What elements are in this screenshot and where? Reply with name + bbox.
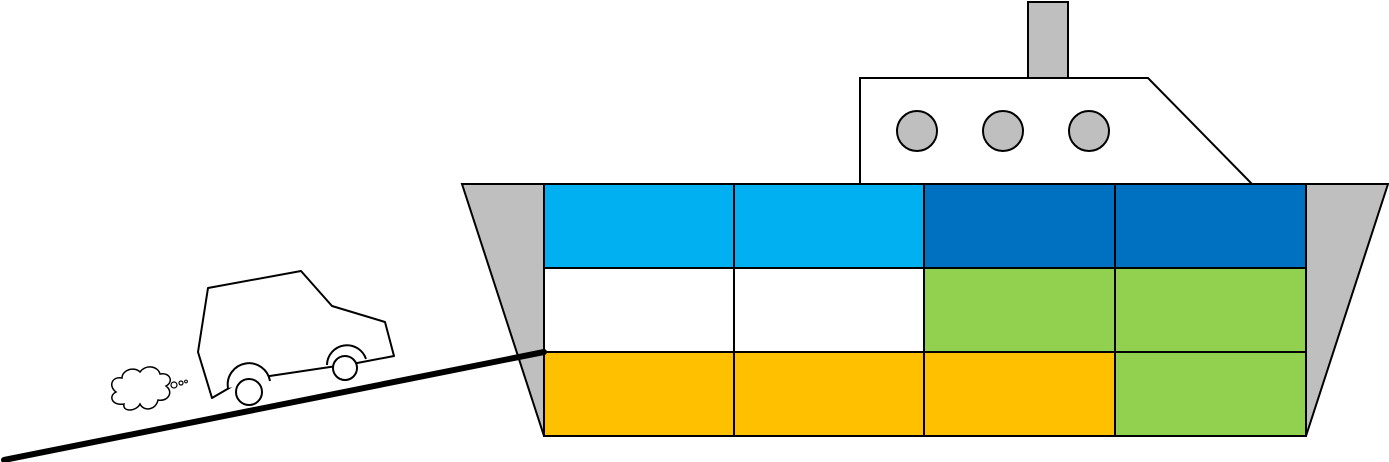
deck-slot-orange <box>733 351 925 437</box>
ferry-funnel <box>1027 1 1069 79</box>
exhaust-puff <box>178 380 184 386</box>
front-wheel-icon <box>332 355 358 381</box>
car-icon <box>197 270 395 406</box>
deck-slot-orange <box>923 351 1116 437</box>
porthole-icon <box>982 110 1024 152</box>
vehicle-deck-grid <box>543 183 1307 437</box>
deck-slot-green <box>1114 351 1307 437</box>
deck-slot-dark-blue <box>1114 183 1307 269</box>
rear-wheel-icon <box>235 378 263 406</box>
porthole-group <box>896 110 1110 152</box>
deck-slot-light-blue <box>543 183 735 269</box>
hull-right-end <box>1305 183 1389 437</box>
deck-slot-light-blue <box>733 183 925 269</box>
exhaust-cloud <box>111 366 171 411</box>
hull-left-end <box>460 183 545 437</box>
rear-wheel-arch <box>226 362 271 389</box>
deck-slot-green <box>1114 267 1307 353</box>
exhaust-cloud-icon <box>111 366 188 411</box>
deck-slot-white <box>733 267 925 353</box>
deck-slot-green <box>923 267 1116 353</box>
exhaust-puff <box>170 381 178 389</box>
deck-slot-dark-blue <box>923 183 1116 269</box>
porthole-icon <box>1068 110 1110 152</box>
porthole-icon <box>896 110 938 152</box>
loading-ramp <box>1 349 547 462</box>
deck-slot-white <box>543 267 735 353</box>
deck-slot-orange <box>543 351 735 437</box>
exhaust-puff <box>184 379 188 384</box>
